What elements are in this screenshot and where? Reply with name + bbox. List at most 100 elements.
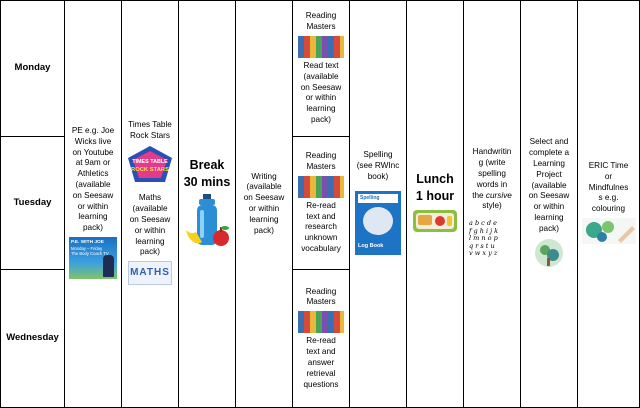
handwriting-line: words in bbox=[476, 179, 508, 189]
pe-line: pack) bbox=[82, 223, 104, 233]
reading-text: research bbox=[305, 222, 337, 232]
handwriting-line: g (write bbox=[478, 158, 506, 168]
reading-books-image bbox=[298, 35, 344, 58]
writing-line: (available bbox=[246, 182, 282, 192]
pe-image-caption: Monday – Friday bbox=[71, 245, 103, 251]
handwriting-italic-word: cursive bbox=[485, 190, 512, 200]
reading-text: text and bbox=[306, 347, 336, 357]
alphabet-row: f g h i j k bbox=[469, 226, 499, 235]
eric-line: ERIC Time bbox=[588, 160, 629, 170]
pe-image-caption: P.E. WITH JOE bbox=[71, 240, 104, 246]
pe-line: Wicks live bbox=[74, 136, 112, 146]
maths-line: learning bbox=[135, 236, 165, 246]
reading-text: or within bbox=[305, 93, 337, 103]
handwriting-line: spelling bbox=[478, 169, 506, 178]
break-label: Break bbox=[189, 158, 225, 173]
eric-line: s e.g. bbox=[598, 193, 619, 203]
ttrs-logo-icon: TIMES TABLE ROCK STARS bbox=[128, 146, 172, 183]
maths-line: pack) bbox=[139, 247, 160, 257]
ttrs-maths-column: Times Table Rock Stars TIMES TABLE ROCK … bbox=[122, 1, 179, 407]
maths-image: MATHS bbox=[128, 261, 172, 286]
lunch-duration: 1 hour bbox=[415, 189, 455, 203]
spelling-line: book) bbox=[367, 171, 389, 181]
handwriting-line: Handwritin bbox=[472, 147, 512, 157]
reading-text: vocabulary bbox=[301, 244, 341, 254]
spelling-log-book-image: Spelling Log Book bbox=[355, 190, 401, 255]
reading-books-image bbox=[298, 311, 344, 334]
pe-line: at 9am or bbox=[75, 158, 111, 168]
reading-tuesday: Reading Masters Re-read text and researc… bbox=[293, 137, 349, 270]
reading-title: Masters bbox=[306, 297, 336, 307]
eric-line: or bbox=[604, 171, 613, 181]
handwriting-line: the cursive bbox=[472, 191, 512, 202]
reading-title: Masters bbox=[306, 161, 336, 171]
reading-text: answer bbox=[307, 357, 335, 367]
ttrs-logo-text: ROCK STARS bbox=[131, 167, 169, 173]
pe-column: PE e.g. Joe Wicks live on Youtube at 9am… bbox=[65, 1, 122, 407]
reading-text: (available bbox=[303, 71, 339, 81]
colouring-image bbox=[581, 218, 636, 245]
reading-text: text and bbox=[306, 211, 336, 221]
pe-text: PE e.g. Joe Wicks live on Youtube at 9am… bbox=[72, 126, 114, 234]
break-duration: 30 mins bbox=[183, 175, 231, 189]
day-column: Monday Tuesday Wednesday bbox=[1, 1, 65, 407]
eric-column: ERIC Time or Mindfulnes s e.g. colouring bbox=[578, 1, 639, 407]
project-line: Learning bbox=[533, 158, 565, 168]
pe-line: Athletics bbox=[77, 169, 109, 179]
reading-title: Reading bbox=[305, 151, 337, 161]
reading-title: Masters bbox=[306, 22, 336, 32]
handwriting-column: Handwritin g (write spelling words in th… bbox=[464, 1, 521, 407]
maths-line: (available bbox=[132, 204, 168, 214]
project-line: Project bbox=[536, 169, 562, 179]
reading-text: retrieval bbox=[306, 368, 336, 378]
pe-line: PE e.g. Joe bbox=[71, 125, 115, 135]
pe-line: on Youtube bbox=[72, 147, 114, 157]
ttrs-title: Times Table bbox=[128, 119, 172, 129]
eric-line: colouring bbox=[591, 204, 626, 214]
day-wednesday: Wednesday bbox=[6, 332, 59, 344]
reading-column: Reading Masters Read text (available on … bbox=[293, 1, 350, 407]
lunch-column: Lunch 1 hour bbox=[407, 1, 464, 407]
writing-column: Writing (available on Seesaw or within l… bbox=[236, 1, 293, 407]
reading-title: Reading bbox=[305, 11, 337, 21]
reading-monday: Reading Masters Read text (available on … bbox=[293, 1, 349, 137]
reading-text: questions bbox=[303, 379, 339, 389]
maths-line: or within bbox=[134, 225, 166, 235]
reading-wednesday: Reading Masters Re-read text and answer … bbox=[293, 270, 349, 407]
handwriting-word: the bbox=[472, 190, 484, 200]
spelling-line: (see RWInc bbox=[356, 161, 400, 171]
reading-text: unknown bbox=[304, 233, 338, 243]
alphabet-row: l m n o p bbox=[469, 234, 498, 243]
project-line: pack) bbox=[538, 223, 560, 233]
day-tuesday: Tuesday bbox=[1, 137, 64, 270]
spelling-line: Spelling bbox=[363, 150, 393, 160]
project-line: on Seesaw bbox=[528, 191, 570, 201]
day-monday: Monday bbox=[1, 1, 64, 137]
writing-line: learning bbox=[249, 214, 279, 224]
pe-line: or within bbox=[77, 201, 109, 211]
project-line: complete a bbox=[528, 148, 570, 158]
pe-line: (available bbox=[75, 180, 111, 189]
maths-text: Maths (available on Seesaw or within lea… bbox=[130, 193, 171, 258]
project-line: Select and bbox=[529, 137, 569, 147]
writing-line: Writing bbox=[251, 171, 277, 181]
reading-title: Reading bbox=[305, 286, 337, 296]
reading-text: learning bbox=[306, 104, 336, 114]
reading-text: Re-read bbox=[306, 200, 336, 210]
learning-project-column: Select and complete a Learning Project (… bbox=[521, 1, 578, 407]
lunchbox-icon bbox=[413, 209, 457, 232]
reading-text: Re-read bbox=[306, 336, 336, 346]
learning-project-image bbox=[535, 238, 563, 267]
pe-line: on Seesaw bbox=[72, 190, 114, 200]
project-line: or within bbox=[533, 202, 565, 212]
spelling-book-illustration bbox=[363, 206, 393, 235]
writing-line: pack) bbox=[253, 225, 275, 235]
reading-text: on Seesaw bbox=[300, 82, 342, 92]
writing-line: on Seesaw bbox=[243, 193, 285, 203]
reading-text: Read text bbox=[303, 60, 339, 70]
pe-with-joe-image: P.E. WITH JOE Monday – Friday The Body C… bbox=[69, 237, 117, 280]
ttrs-logo-text: TIMES TABLE bbox=[132, 159, 168, 165]
snack-water-bottle-icon bbox=[186, 193, 229, 246]
eric-line: Mindfulnes bbox=[588, 182, 629, 192]
pe-line: learning bbox=[78, 212, 108, 222]
